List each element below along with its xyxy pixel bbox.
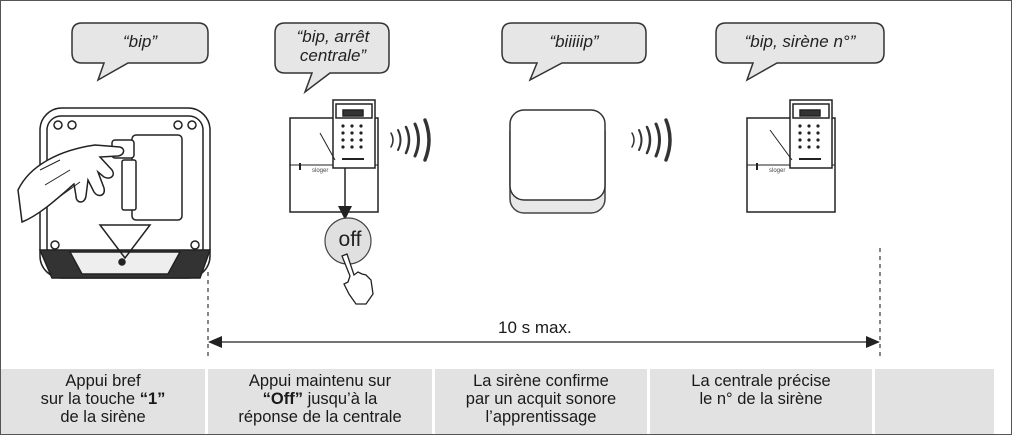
bubble-text-4: “bip, sirène n°” xyxy=(744,32,856,51)
siren-device-illustration xyxy=(17,107,212,279)
step-4-line-1: La centrale précise xyxy=(691,372,831,390)
radio-waves-icon-1 xyxy=(390,118,431,162)
speech-bubble-4 xyxy=(715,22,885,82)
control-panel-brand-2: sloger xyxy=(769,168,785,174)
bubble-text-1: “bip” xyxy=(122,32,157,51)
step-1-caption: Appui bref sur la touche “1” de la sirèn… xyxy=(1,369,205,434)
siren-confirm-illustration xyxy=(509,109,606,214)
step-2-line-3: réponse de la centrale xyxy=(238,408,402,426)
duration-label: 10 s max. xyxy=(498,318,572,337)
bubble-text-3: “biiiiip” xyxy=(549,32,599,51)
radio-waves-icon-2 xyxy=(631,118,672,162)
step-3-line-1: La sirène confirme xyxy=(473,372,609,390)
step-4-line-2: le n° de la sirène xyxy=(699,390,823,408)
speech-bubble-1 xyxy=(71,22,209,82)
step-3-line-3: l’apprentissage xyxy=(485,408,597,426)
off-key-label: off xyxy=(338,228,362,251)
step-2-line-1: Appui maintenu sur xyxy=(248,372,392,390)
control-panel-brand-1: sloger xyxy=(312,168,328,174)
bubble-text-2: “bip, arrêt centrale” xyxy=(296,27,370,65)
step-1-line-3: de la sirène xyxy=(60,408,146,426)
step-1-line-1: Appui bref xyxy=(65,372,141,390)
step-empty-cell xyxy=(875,369,994,434)
step-2-caption: Appui maintenu sur “Off” jusqu’à la répo… xyxy=(208,369,432,434)
step-3-line-2: par un acquit sonore xyxy=(465,390,617,408)
step-3-caption: La sirène confirme par un acquit sonore … xyxy=(435,369,647,434)
step-captions: Appui bref sur la touche “1” de la sirèn… xyxy=(1,369,1011,434)
control-panel-illustration-1 xyxy=(289,99,379,213)
speech-bubble-3 xyxy=(501,22,647,82)
speech-bubble-2 xyxy=(274,22,390,95)
step-2-line-2: “Off” jusqu’à la xyxy=(262,390,378,408)
pointing-hand-icon xyxy=(341,253,374,305)
control-panel-illustration-2 xyxy=(746,99,836,213)
step-4-caption: La centrale précise le n° de la sirène xyxy=(650,369,872,434)
step-1-line-2: sur la touche “1” xyxy=(40,390,166,408)
